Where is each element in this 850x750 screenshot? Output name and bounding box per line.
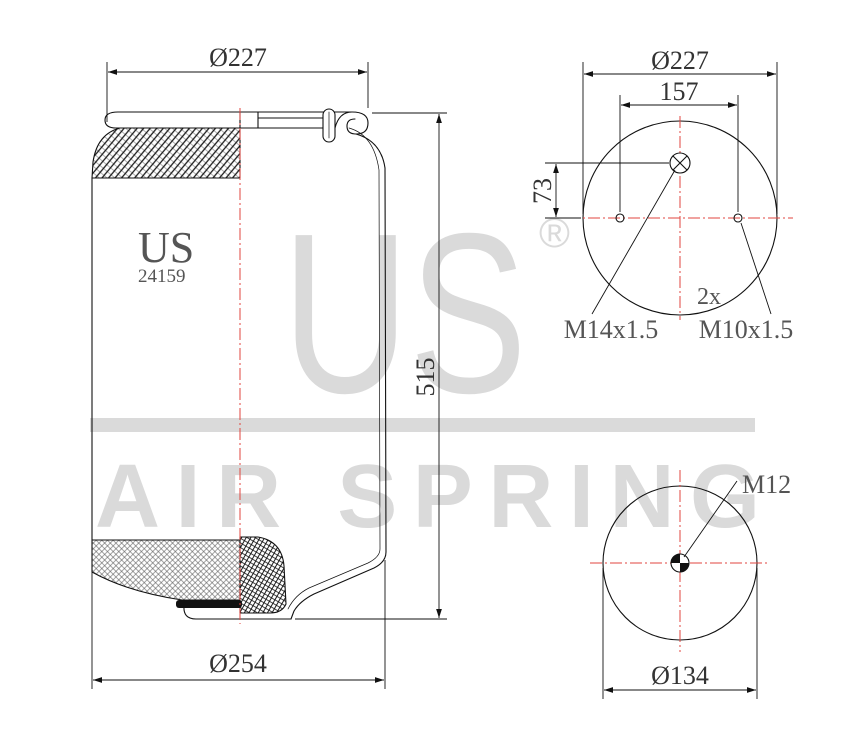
side-hole-left — [615, 213, 625, 223]
piston-seal — [176, 600, 242, 608]
rolling-lobe-section — [91, 539, 241, 601]
side-hole-right — [733, 213, 743, 223]
hole-spacing-extension-lines — [619, 95, 739, 212]
piston-base — [183, 605, 292, 620]
hole-spacing-label: 157 — [660, 77, 699, 106]
top-view: Ø227 157 73 M14x1.5 2x M10x1.5 — [528, 46, 793, 344]
top-diameter-label: Ø227 — [209, 43, 267, 72]
bead-plate — [104, 111, 353, 129]
bellows-top-section — [91, 127, 241, 179]
watermark-tagline: AIR SPRING — [95, 447, 760, 547]
watermark-brand: US — [282, 187, 527, 441]
bellows-wall-right-inner — [287, 127, 381, 610]
height-label: 515 — [411, 358, 440, 397]
side-thread-label: M10x1.5 — [699, 315, 794, 344]
crimp-edge — [334, 111, 369, 135]
side-view-logo: US — [138, 223, 194, 272]
center-offset-extension-lines — [545, 162, 669, 219]
side-thread-count-label: 2x — [697, 284, 721, 310]
piston-section — [239, 536, 287, 614]
top-view-diameter-extension-lines — [582, 62, 778, 214]
watermark-registered-mark: ® — [539, 209, 570, 256]
side-view: US 24159 Ø227 515 Ø254 — [91, 43, 447, 689]
bottom-thread-leader — [683, 480, 738, 558]
bottom-diameter-extension-lines — [91, 545, 386, 689]
bottom-view-diameter-extension-lines — [602, 568, 758, 699]
watermark-bar — [90, 418, 755, 432]
center-thread-leader — [591, 169, 676, 315]
bottom-view-diameter-label: Ø134 — [651, 661, 709, 690]
top-diameter-extension-lines — [106, 62, 369, 122]
height-extension-lines — [295, 112, 447, 620]
bottom-center-hole-quadrant-icon — [671, 554, 689, 572]
center-offset-label: 73 — [528, 178, 557, 204]
side-thread-leader — [740, 222, 772, 315]
top-view-diameter-label: Ø227 — [651, 46, 709, 75]
bottom-view: M12 Ø134 — [590, 470, 791, 699]
bellows-wall-right-outer — [290, 133, 387, 620]
center-thread-label: M14x1.5 — [564, 315, 659, 344]
bottom-diameter-label: Ø254 — [209, 649, 267, 678]
center-hole-cross-icon — [672, 155, 688, 171]
bottom-thread-label: M12 — [742, 470, 791, 499]
side-view-part-number: 24159 — [138, 266, 186, 287]
